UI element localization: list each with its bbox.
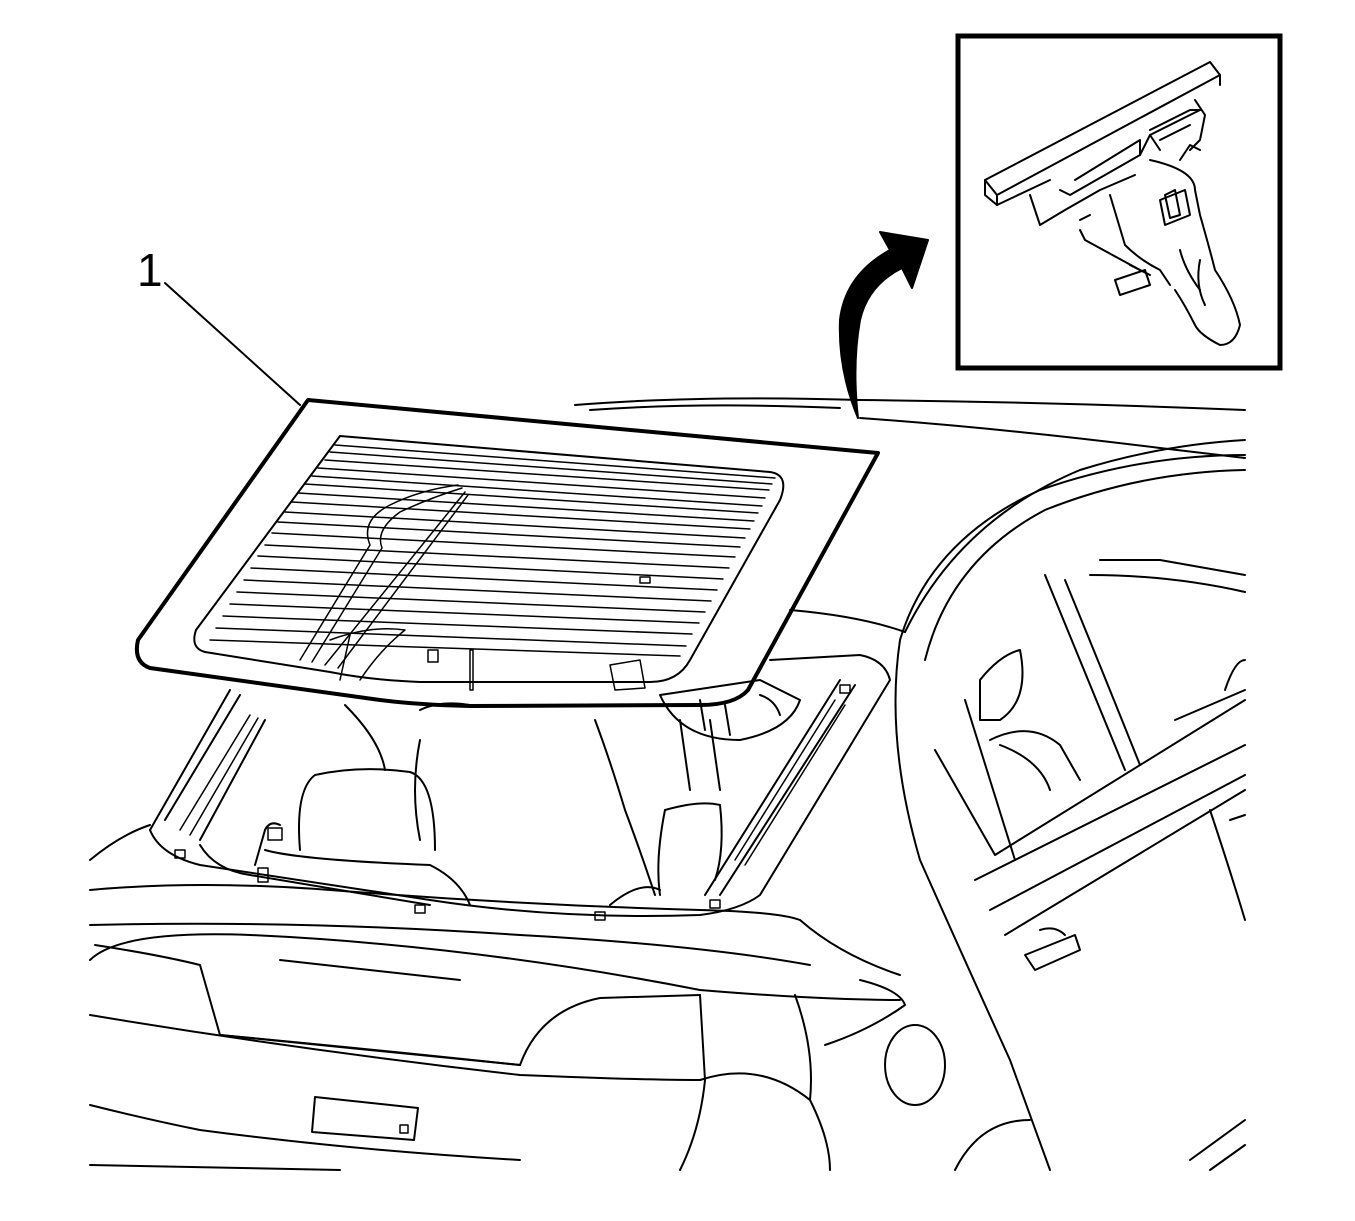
callout-1-label: 1	[137, 244, 163, 296]
clip-detail-inset	[955, 33, 1283, 371]
retainer-clip	[984, 61, 1241, 346]
vehicle-body	[89, 397, 1246, 1171]
callout-1-leader-line	[164, 282, 301, 406]
callout-1: 1	[137, 244, 301, 406]
defroster-grid	[209, 444, 776, 657]
window-opening	[149, 649, 1246, 921]
detail-arrow	[838, 231, 929, 419]
rear-window-glass	[134, 398, 880, 708]
